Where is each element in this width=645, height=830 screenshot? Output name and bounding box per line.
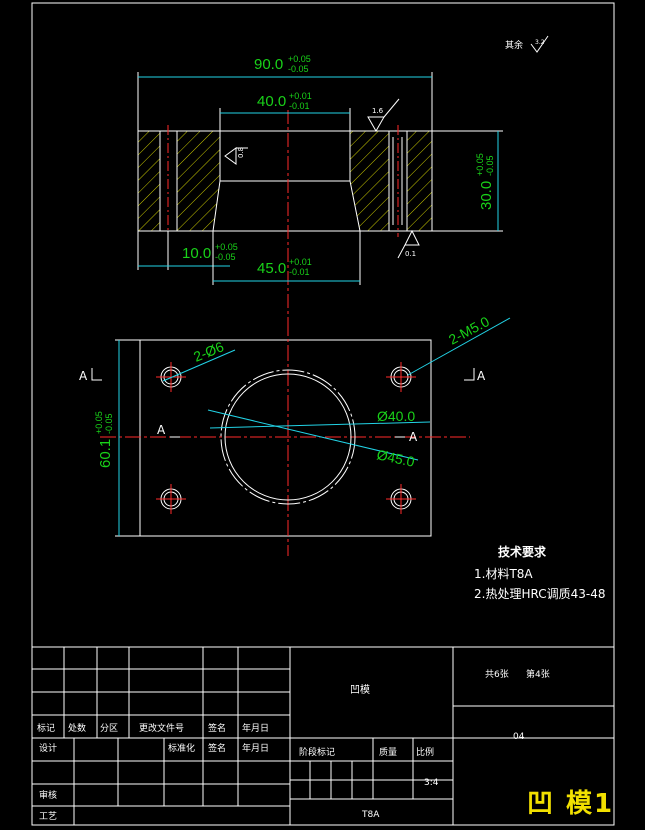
plan-view: 2-Ø6 2-M5.0 Ø40.0 Ø45.0 60.1 +0.05 -0.05… (79, 313, 511, 556)
hole-top-left (156, 362, 186, 392)
rough-bore: 0.8 (237, 147, 245, 158)
tb-drawing-no: 04 (513, 732, 525, 742)
tb-header-mark: 标记 (37, 722, 55, 734)
plan-dim-height-tol-up: +0.05 (94, 411, 104, 434)
roughness-note: 其余 3.2 (505, 35, 549, 53)
dim-wall-tol-lo: -0.05 (215, 252, 236, 262)
tb-sheets: 共6张 (485, 669, 509, 680)
tech-req-item-2: 2.热处理HRC调质43-48 (474, 587, 605, 601)
dim-bore-bottom: 45.0 (257, 260, 286, 277)
roughness-label: 其余 (505, 39, 523, 51)
label-2-m5: 2-M5.0 (446, 313, 492, 348)
tb-header-doc: 更改文件号 (139, 722, 184, 734)
tb-header-count: 处数 (68, 722, 86, 734)
tech-req-title: 技术要求 (498, 544, 547, 559)
tech-req-item-1: 1.材料T8A (474, 567, 533, 581)
dim-wall: 10.0 (182, 245, 211, 262)
hole-top-right (386, 362, 416, 392)
label-d45: Ø45.0 (375, 446, 416, 470)
dim-bore-bottom-tol-lo: -0.01 (289, 267, 310, 277)
label-2-d6: 2-Ø6 (191, 338, 226, 365)
dim-width-tol-up: +0.05 (288, 54, 311, 64)
section-view: 90.0 +0.05 -0.05 40.0 +0.01 -0.01 10.0 +… (137, 54, 503, 322)
tb-stage: 阶段标记 (299, 746, 335, 758)
dim-width-tol-lo: -0.05 (288, 64, 309, 74)
dim-bore-top: 40.0 (257, 93, 286, 110)
tb-part-name: 凹模 (350, 684, 370, 696)
tb-sheet-no: 第4张 (526, 668, 550, 680)
dim-height: 30.0 (478, 181, 495, 210)
tb-design: 设计 (39, 742, 57, 754)
section-mark-inner-left: A (157, 423, 166, 437)
label-d40: Ø40.0 (377, 408, 415, 424)
tb-header-date: 年月日 (242, 722, 269, 734)
rough-bottom: 0.1 (405, 250, 416, 258)
plan-dim-height-tol-lo: -0.05 (104, 413, 114, 434)
dim-bore-top-tol-up: +0.01 (289, 91, 312, 101)
hole-bottom-left (156, 484, 186, 514)
tb-header-zone: 分区 (100, 723, 118, 734)
rough-top: 1.6 (372, 107, 384, 115)
tech-requirements: 技术要求 1.材料T8A 2.热处理HRC调质43-48 (474, 544, 605, 601)
dim-bore-top-tol-lo: -0.01 (289, 101, 310, 111)
tb-standard: 标准化 (168, 742, 195, 754)
tb-material: T8A (361, 810, 380, 820)
title-block-text: 标记 处数 分区 更改文件号 签名 年月日 设计 标准化 签名 年月日 审核 工… (37, 668, 550, 822)
hole-bottom-right (386, 484, 416, 514)
tb-scale-label: 比例 (416, 746, 434, 758)
tb-scale: 3:4 (424, 778, 439, 788)
dim-height-tol-lo: -0.05 (485, 155, 495, 176)
tb-weight: 质量 (379, 746, 397, 758)
roughness-value: 3.2 (535, 39, 545, 46)
drawing-border (31, 2, 615, 826)
hatch-left (138, 131, 220, 231)
stamp-text: 凹 模1 (527, 789, 614, 819)
section-mark-left: A (79, 369, 88, 383)
dim-bore-bottom-tol-up: +0.01 (289, 257, 312, 267)
section-mark-right: A (477, 369, 486, 383)
dim-wall-tol-up: +0.05 (215, 242, 238, 252)
dim-height-tol-up: +0.05 (475, 153, 485, 176)
tb-process: 工艺 (39, 811, 57, 822)
tb-sign2: 签名 (208, 742, 226, 754)
title-block (32, 646, 614, 825)
section-mark-inner-right: A (409, 430, 418, 444)
dim-width: 90.0 (254, 56, 283, 73)
plan-dim-height: 60.1 (97, 439, 114, 468)
tb-header-sign: 签名 (208, 722, 226, 734)
tb-review: 审核 (39, 789, 57, 801)
tb-date2: 年月日 (242, 742, 269, 754)
